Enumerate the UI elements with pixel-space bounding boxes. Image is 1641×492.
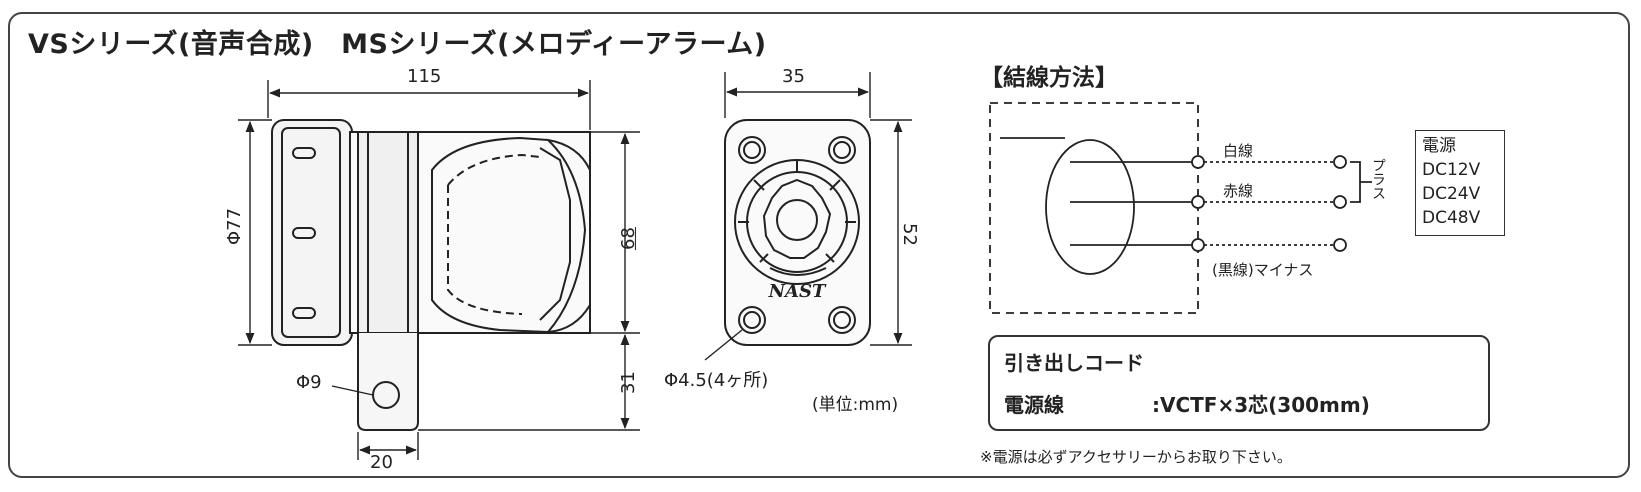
wiring-title: 【結線方法】 bbox=[980, 65, 1118, 91]
dim-hole: Φ9 bbox=[296, 372, 322, 393]
mount-hole bbox=[828, 306, 856, 334]
dim-front-hole: Φ4.5(4ヶ所) bbox=[664, 370, 769, 391]
white-wire-label: 白線 bbox=[1223, 142, 1254, 160]
side-view bbox=[271, 119, 591, 431]
black-wire-label: (黒線)マイナス bbox=[1212, 261, 1314, 279]
mount-hole bbox=[738, 136, 766, 164]
ring-slot bbox=[292, 147, 316, 159]
dome-inner bbox=[447, 153, 541, 315]
front-view bbox=[724, 119, 871, 346]
ring-slot bbox=[292, 307, 316, 319]
power-title: 電源 bbox=[1422, 136, 1456, 156]
red-wire-label: 赤線 bbox=[1223, 182, 1254, 200]
front-plate bbox=[724, 119, 871, 346]
dim-height: 68 bbox=[617, 227, 639, 250]
dim-front-width: 35 bbox=[782, 66, 805, 87]
dim-bracket-width: 20 bbox=[370, 452, 393, 473]
power-voltage: DC12V bbox=[1422, 160, 1481, 180]
lead-wire-box: 引き出しコード 電源線 :VCTF×3芯(300mm) bbox=[988, 335, 1490, 431]
power-source-box: 電源 DC12V DC24V DC48V bbox=[1415, 130, 1505, 236]
dome bbox=[431, 136, 591, 334]
lead-wire-title: 引き出しコード bbox=[1004, 351, 1144, 375]
footnote: ※電源は必ずアクセサリーからお取り下さい。 bbox=[980, 448, 1292, 466]
dim-front-height: 52 bbox=[898, 223, 920, 246]
terminal-white bbox=[1191, 155, 1205, 169]
brand-logo: NAST bbox=[768, 281, 827, 302]
ring-slot bbox=[292, 227, 316, 239]
dim-bracket-height: 31 bbox=[617, 371, 639, 394]
grille-star bbox=[762, 178, 832, 259]
mount-hole bbox=[738, 306, 766, 334]
dim-diameter: Φ77 bbox=[224, 207, 246, 246]
device-body bbox=[1045, 139, 1135, 275]
terminal-black bbox=[1191, 238, 1205, 252]
power-voltage: DC48V bbox=[1422, 208, 1481, 228]
plus-bracket bbox=[1350, 161, 1372, 203]
terminal-red bbox=[1191, 195, 1205, 209]
lead-wire-key: 電源線 bbox=[1004, 393, 1064, 417]
power-voltage: DC24V bbox=[1422, 184, 1481, 204]
lead-wire-value: :VCTF×3芯(300mm) bbox=[1152, 393, 1370, 417]
dim-width: 115 bbox=[407, 66, 442, 87]
unit-note: (単位:mm) bbox=[812, 395, 899, 415]
wiring-diagram bbox=[989, 102, 1372, 314]
mount-hole bbox=[828, 136, 856, 164]
grille-center bbox=[776, 199, 818, 241]
plus-label: プラス bbox=[1370, 158, 1386, 200]
page-title: VSシリーズ(音声合成) MSシリーズ(メロディーアラーム) bbox=[28, 29, 767, 60]
